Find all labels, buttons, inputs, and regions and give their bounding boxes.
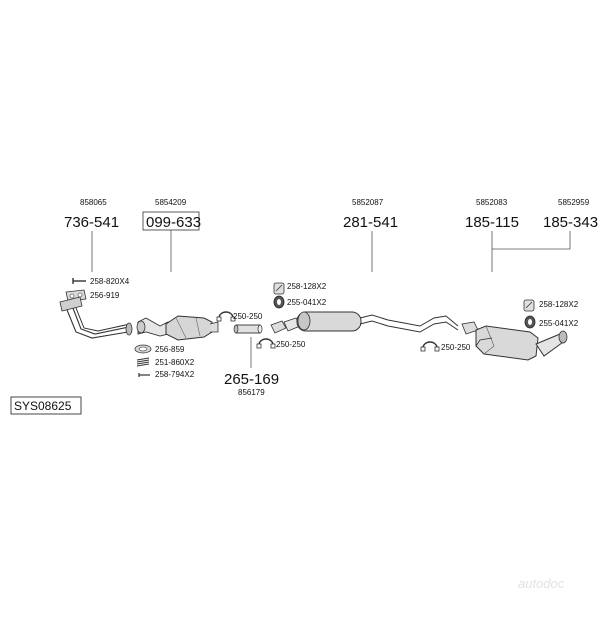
- accessory-label: 258-794X2: [155, 370, 195, 379]
- part-ref-5852087: 5852087: [352, 198, 384, 207]
- part-number-185-115[interactable]: 185-115: [465, 214, 519, 231]
- accessory-label: 258-820X4: [90, 277, 130, 286]
- ring-icon: [273, 295, 285, 309]
- part-ref-5852083: 5852083: [476, 198, 508, 207]
- front-pipe-drawing[interactable]: [59, 296, 133, 339]
- part-number-185-343[interactable]: 185-343: [543, 214, 598, 231]
- accessory-label: 251-860X2: [155, 358, 195, 367]
- part-number-736-541[interactable]: 736-541: [64, 214, 119, 231]
- part-ref-5854209: 5854209: [155, 198, 187, 207]
- part-number-281-541[interactable]: 281-541: [343, 214, 398, 231]
- part-number-099-633[interactable]: 099-633: [146, 214, 201, 231]
- connecting-pipe-drawing[interactable]: [233, 324, 263, 334]
- tailpipe-drawing[interactable]: [535, 330, 568, 357]
- accessory-label: 255-041X2: [539, 319, 579, 328]
- rear-silencer-drawing[interactable]: [461, 321, 539, 361]
- system-code-box: [10, 396, 82, 415]
- leader-line-185-343: [492, 231, 571, 250]
- accessory-label: 258-128X2: [287, 282, 327, 291]
- accessory-label: 256-859: [155, 345, 185, 354]
- middle-silencer-drawing[interactable]: [270, 311, 459, 334]
- rubber-mount-icon: [523, 299, 535, 312]
- bolt-icon: [138, 373, 150, 377]
- accessory-label: 250-250: [233, 312, 263, 321]
- part-ref-856179: 856179: [238, 388, 265, 397]
- system-code: SYS08625: [14, 399, 72, 413]
- part-ref-5852959: 5852959: [558, 198, 590, 207]
- clamp-icon: [256, 338, 276, 349]
- part-number-265-169[interactable]: 265-169: [224, 371, 279, 388]
- catalytic-converter-drawing[interactable]: [136, 315, 219, 341]
- accessory-label: 255-041X2: [287, 298, 327, 307]
- watermark: autodoc: [518, 576, 565, 591]
- gasket-icon: [134, 344, 152, 354]
- accessory-label: 256-919: [90, 291, 120, 300]
- accessory-label: 250-250: [441, 343, 471, 352]
- part-ref-858065: 858065: [80, 198, 107, 207]
- gasket-icon: [65, 289, 87, 302]
- clamp-icon: [216, 311, 236, 322]
- spring-icon: [136, 357, 150, 367]
- ring-icon: [524, 315, 536, 329]
- accessory-label: 250-250: [276, 340, 306, 349]
- accessory-label: 258-128X2: [539, 300, 579, 309]
- screw-icon: [72, 278, 86, 284]
- rubber-mount-icon: [273, 282, 285, 295]
- clamp-icon: [420, 341, 440, 352]
